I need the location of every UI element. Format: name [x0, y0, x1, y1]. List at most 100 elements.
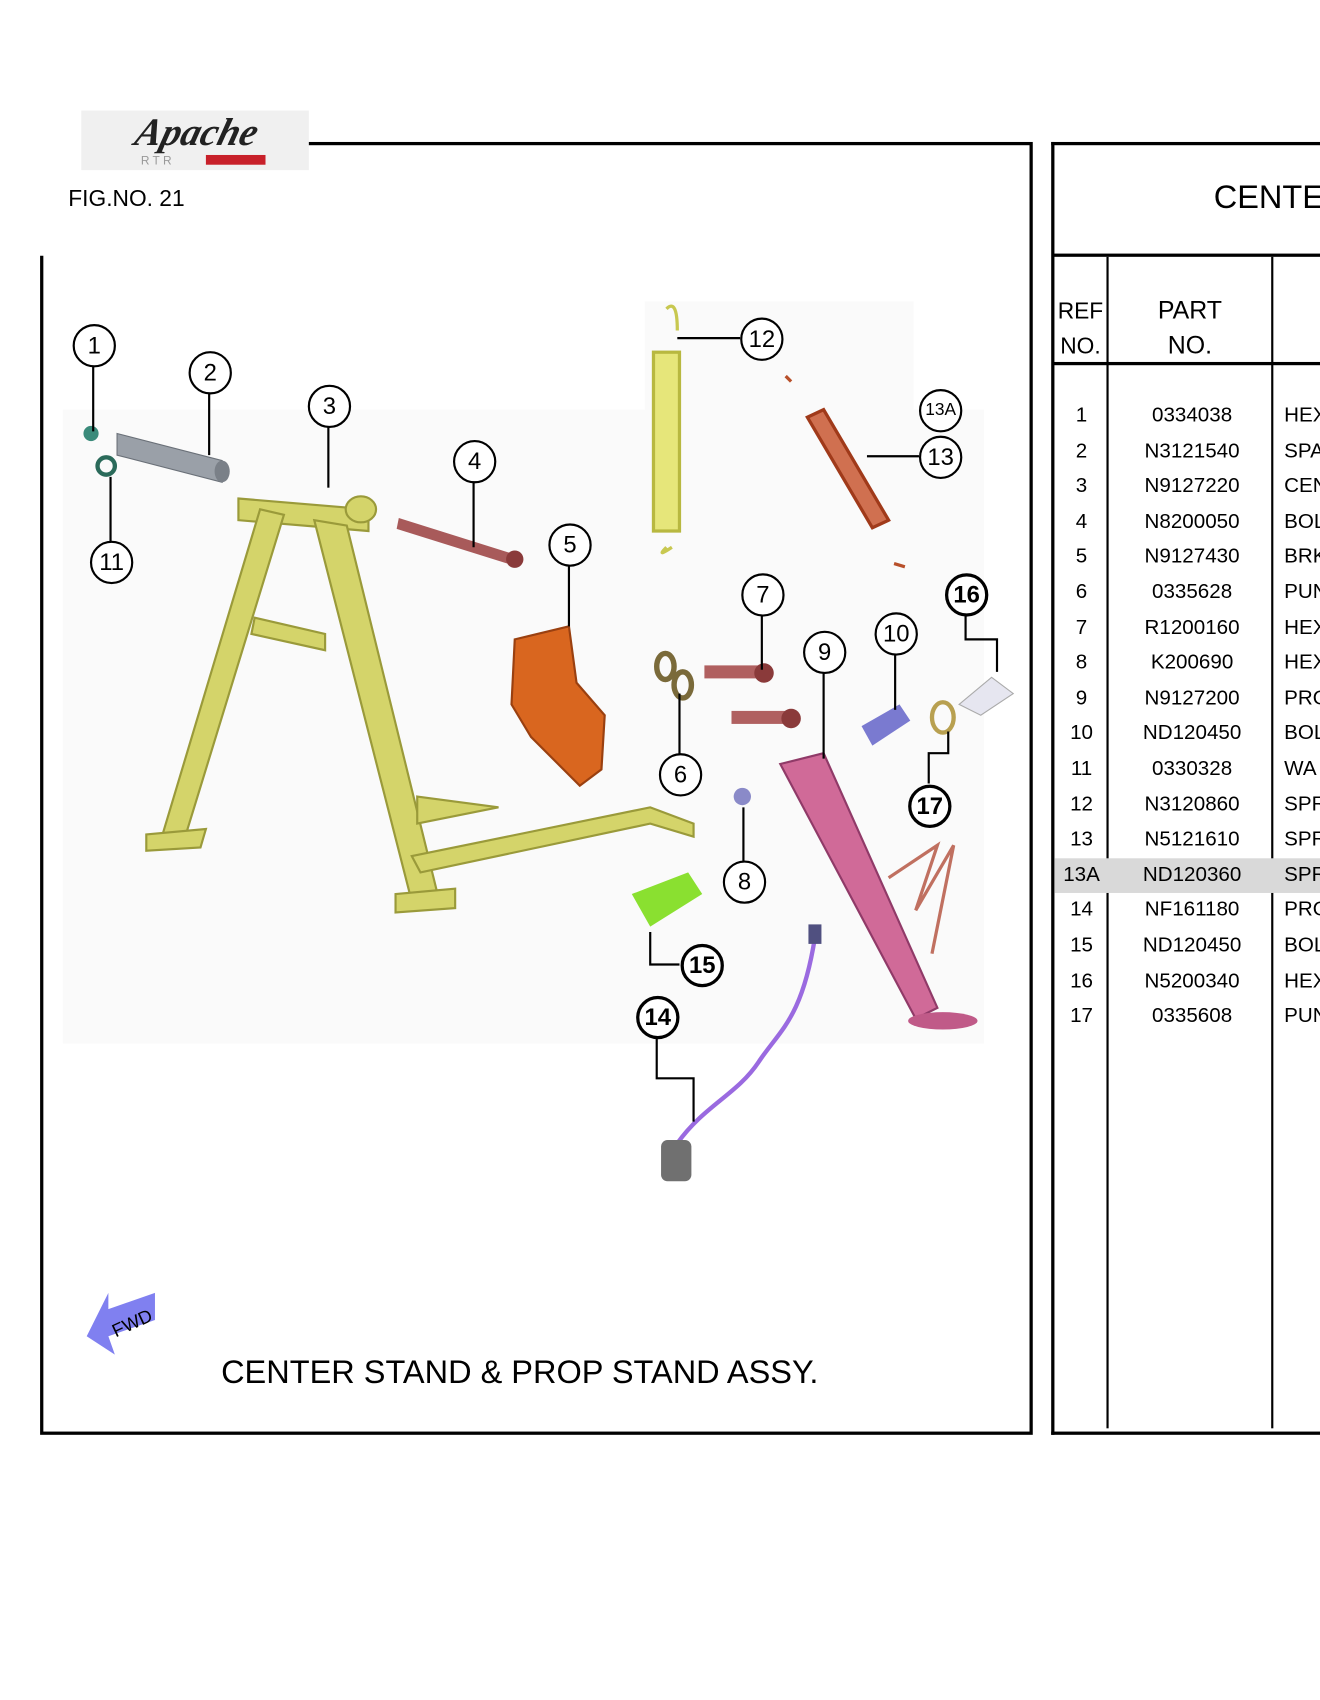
bracket-part: [510, 625, 606, 788]
ref-no: 13A: [1063, 863, 1100, 887]
table-row: 7R1200160HEX: [1054, 611, 1320, 646]
part-no: N9127430: [1144, 545, 1240, 569]
description: BOL: [1284, 722, 1320, 745]
description: BOL: [1284, 934, 1320, 957]
ref-no: 12: [1070, 792, 1093, 816]
callout-16: 16: [944, 573, 989, 617]
callout-6: 6: [658, 753, 703, 797]
callout-4: 4: [452, 439, 497, 484]
ref-no: 13: [1070, 828, 1093, 851]
description: HEX: [1284, 651, 1320, 675]
callout-9: 9: [803, 630, 847, 675]
table-row: 10 ND120450 BOL: [1054, 717, 1320, 752]
sensor-part: [661, 924, 822, 1182]
part-no: 0335628: [1151, 580, 1233, 604]
table-row: 9N9127200PRO: [1054, 681, 1320, 716]
nut-part: [83, 425, 99, 442]
spring-part: [784, 374, 906, 569]
part-no: 0330328: [1151, 757, 1233, 781]
leader-lines: [92, 337, 999, 1122]
bolt-part: [704, 663, 774, 683]
apache-rtr-logo: Apache RTR: [81, 110, 309, 171]
ref-no: 11: [1070, 757, 1093, 781]
part-no: ND120450: [1142, 934, 1242, 957]
table-title: CENTE: [1213, 179, 1320, 216]
table-row: 3N9127220CEN: [1054, 469, 1320, 504]
description: SPR: [1284, 792, 1320, 816]
ref-no: 4: [1075, 510, 1088, 533]
part-no: ND120360: [1142, 863, 1242, 887]
part-no: K200690: [1150, 651, 1234, 675]
part-no: NF161180: [1144, 898, 1240, 922]
table-row: 1 0334038 HEX: [1054, 399, 1320, 434]
figure-title: CENTER STAND & PROP STAND ASSY.: [221, 1354, 819, 1391]
callout-13: 13: [918, 435, 963, 479]
callout-2: 2: [188, 351, 232, 395]
description: SPR: [1284, 863, 1320, 887]
table-row: 5N9127430BRK: [1054, 540, 1320, 575]
ref-no: 8: [1075, 651, 1088, 675]
table-row: 8 K200690 HEX: [1054, 646, 1320, 681]
description: CEN: [1284, 474, 1320, 498]
description: WA: [1284, 757, 1317, 781]
ref-no: 16: [1070, 969, 1093, 993]
callout-14: 14: [636, 995, 680, 1040]
description: SPR: [1284, 828, 1320, 851]
bolt-part: [861, 704, 911, 746]
callout-15: 15: [680, 943, 724, 988]
ref-no: 15: [1070, 934, 1093, 957]
callout-10: 10: [874, 612, 918, 656]
callout-12: 12: [740, 317, 784, 361]
svg-text:RTR: RTR: [141, 154, 175, 168]
table-row: 12N3120860SPR: [1054, 787, 1320, 822]
table-row: 16N5200340HEX: [1054, 964, 1320, 999]
ref-no: 5: [1075, 545, 1088, 569]
callout-11: 11: [89, 540, 134, 585]
part-no: ND120450: [1142, 722, 1242, 745]
ref-no: 10: [1070, 722, 1093, 745]
ref-no: 14: [1070, 898, 1093, 922]
description: HEX: [1284, 404, 1320, 427]
table-row: 13 N5121610 SPR: [1054, 823, 1320, 858]
callout-1: 1: [72, 324, 116, 368]
description: PUN: [1284, 580, 1320, 604]
part-no: 0335608: [1151, 1004, 1233, 1028]
ref-no: 1: [1075, 404, 1088, 427]
figure-number: FIG.NO. 21: [68, 186, 185, 212]
part-no: N9127220: [1144, 474, 1240, 498]
part-no: N9127200: [1144, 686, 1240, 710]
table-row: 4 N8200050 BOL: [1054, 505, 1320, 540]
ref-no: 6: [1075, 580, 1088, 604]
description: HEX: [1284, 616, 1320, 639]
part-no: N8200050: [1144, 510, 1240, 533]
description: SPA: [1284, 439, 1320, 463]
exploded-parts-diagram: [83, 304, 1015, 1182]
callout-3: 3: [307, 384, 352, 429]
description: BOL: [1284, 510, 1320, 533]
callout-8: 8: [722, 860, 767, 904]
table-row: 15 ND120450 BOL: [1054, 929, 1320, 964]
callout-7: 7: [741, 573, 785, 617]
ref-no: 7: [1075, 616, 1088, 639]
spacer-part: [116, 432, 230, 483]
callout-17: 17: [908, 784, 952, 828]
bolt-part: [958, 676, 1015, 716]
table-row: 14 NF161180 PRO: [1054, 893, 1320, 928]
description: PRO: [1284, 898, 1320, 922]
part-no: N5121610: [1144, 828, 1240, 851]
table-row: 6 0335628 PUN: [1054, 575, 1320, 610]
callout-5: 5: [548, 523, 592, 567]
table-row: 170335608PUN: [1054, 999, 1320, 1034]
spring-part: [651, 304, 682, 555]
part-no: 0334038: [1151, 404, 1233, 427]
figure-frame: [40, 141, 1033, 1435]
part-no: N5200340: [1144, 969, 1240, 993]
parts-table: [1051, 141, 1320, 1435]
nut-part: [733, 787, 752, 806]
description: PRO: [1284, 686, 1320, 710]
svg-text:Apache: Apache: [128, 111, 264, 154]
bolt-part: [396, 518, 524, 568]
